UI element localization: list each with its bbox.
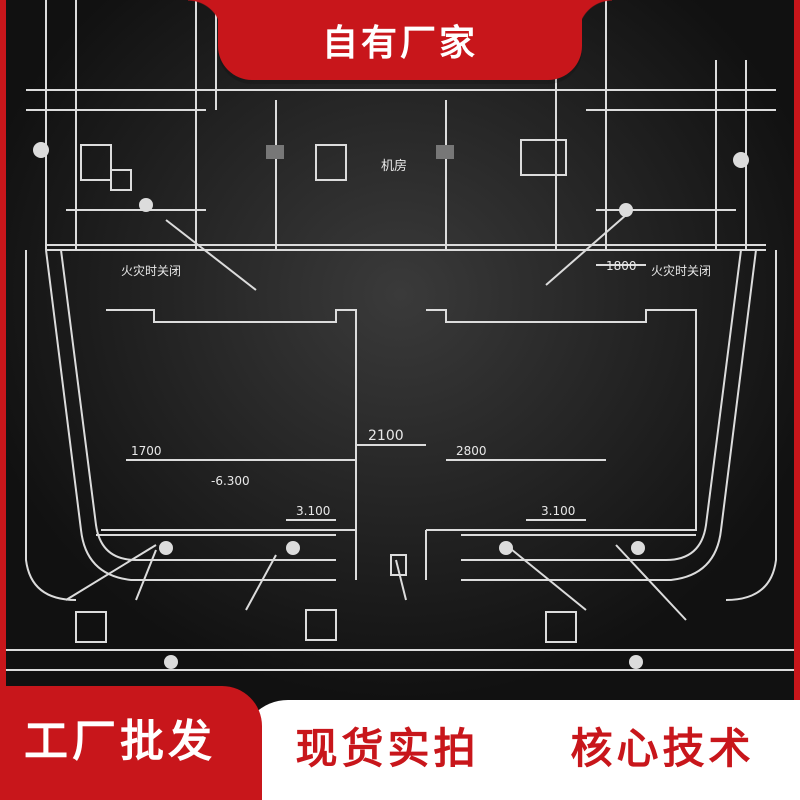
bottom-right-slogans: 现货实拍 核心技术	[250, 710, 800, 780]
right-door-note: 火灾时关闭	[651, 263, 711, 278]
top-title: 自有厂家	[321, 23, 478, 64]
dim-2100: 2100	[368, 428, 404, 444]
room-label: 机房	[381, 158, 407, 174]
cad-drawing: 2100 1700 2800 -6.300 3.100 3.100 机房 火灾时…	[6, 0, 794, 736]
drawing-labels: 2100 1700 2800 -6.300 3.100 3.100 机房 火灾时…	[121, 158, 711, 518]
elevation-b: 3.100	[541, 504, 575, 518]
bottom-red-band	[0, 686, 262, 800]
slogan-right: 核心技术	[570, 723, 755, 773]
slogan-middle: 现货实拍	[295, 723, 480, 773]
dim-1700: 1700	[131, 444, 162, 458]
bottom-left-slogan: 工厂批发	[24, 716, 216, 767]
top-title-tab: 自有厂家	[188, 0, 612, 80]
dim-2800: 2800	[456, 444, 487, 458]
elevation-label: -6.300	[211, 474, 250, 488]
bottom-white-band	[240, 700, 800, 800]
structure-lines	[6, 0, 794, 671]
left-door-note: 火灾时关闭	[121, 263, 181, 278]
equipment-marks	[33, 142, 749, 669]
elevation-a: 3.100	[296, 504, 330, 518]
small-dim: 1800	[606, 259, 637, 273]
cad-drawing-panel: 2100 1700 2800 -6.300 3.100 3.100 机房 火灾时…	[6, 0, 794, 736]
